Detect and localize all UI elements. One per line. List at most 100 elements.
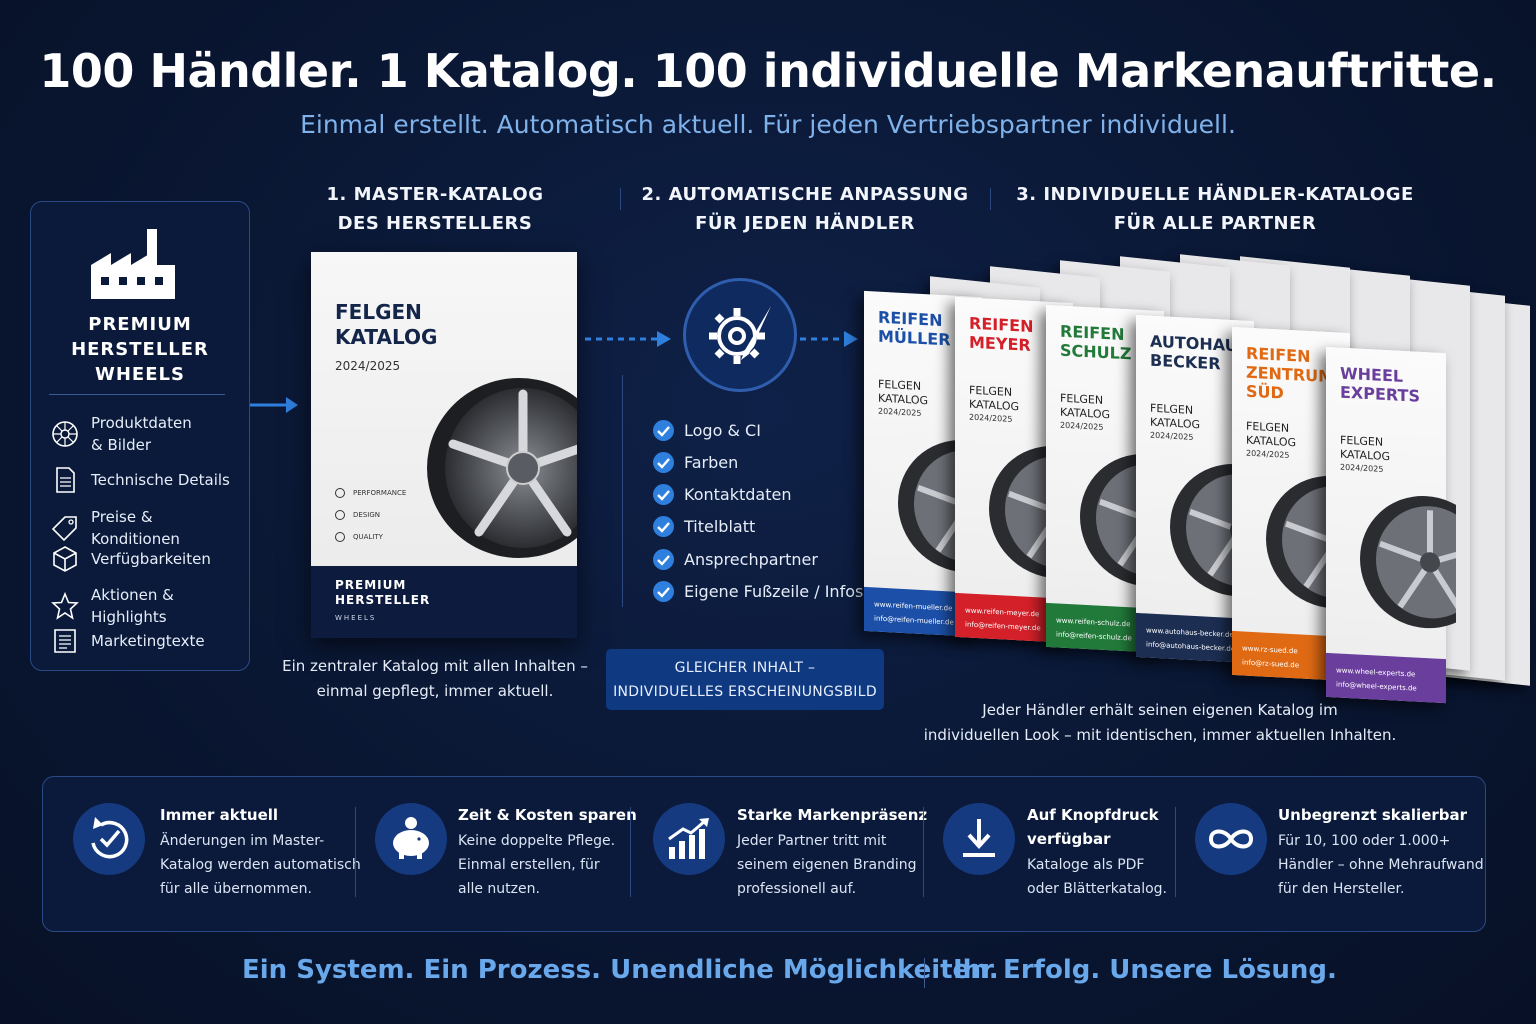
check-colors: Farben <box>653 452 738 473</box>
feature-availability: Verfügbarkeiten <box>51 545 246 573</box>
dealer-contact: www.reifen-mueller.de info@reifen-muelle… <box>874 600 954 627</box>
heading-divider <box>990 188 991 210</box>
catalog-title: FELGEN KATALOG <box>335 300 438 349</box>
slogan-divider <box>924 958 925 988</box>
manufacturer-name: PREMIUM HERSTELLER WHEELS <box>71 314 209 385</box>
heading-divider <box>620 188 621 210</box>
feature-technical: Technische Details <box>51 466 246 494</box>
check-icon <box>653 484 674 505</box>
divider <box>49 394 225 395</box>
benefit-text: Änderungen im Master- Katalog werden aut… <box>160 833 361 897</box>
dealer-catalog-title: FELGEN KATALOG <box>969 383 1019 414</box>
text-document-icon <box>54 629 76 653</box>
dealer-catalog-title: FELGEN KATALOG <box>1060 391 1110 422</box>
dealer-catalog-year: 2024/2025 <box>969 412 1013 424</box>
feature-product-data: Produktdaten & Bilder <box>51 412 246 456</box>
tag-quality: QUALITY <box>335 532 383 542</box>
check-icon <box>653 452 674 473</box>
feature-label: Produktdaten & Bilder <box>91 414 192 454</box>
wheel-image <box>1360 496 1456 629</box>
catalog-year: 2024/2025 <box>335 359 401 373</box>
benefits-bar: Immer aktuell Änderungen im Master- Kata… <box>42 776 1486 932</box>
dealer-catalog-wheel-experts: WHEEL EXPERTS FELGEN KATALOG 2024/2025 w… <box>1326 346 1456 704</box>
master-catalog: FELGEN KATALOG 2024/2025 PERFORMANCE DES… <box>311 252 577 638</box>
check-icon <box>653 420 674 441</box>
benefit-text: Keine doppelte Pflege. Einmal erstellen,… <box>458 833 616 897</box>
benefit-divider <box>1175 807 1176 897</box>
feature-prices: Preise & Konditionen <box>51 506 246 550</box>
dealer-catalog-year: 2024/2025 <box>1060 420 1104 432</box>
benefit-icon-circle <box>73 803 145 875</box>
benefit-icon-circle <box>375 803 447 875</box>
tag-design: DESIGN <box>335 510 380 520</box>
benefit-title: Auf Knopfdruck verfügbar <box>1027 806 1159 848</box>
check-contact-person: Ansprechpartner <box>653 549 818 570</box>
check-cover: Titelblatt <box>653 516 755 537</box>
dealer-name: REIFEN SCHULZ <box>1060 321 1132 364</box>
feature-label: Verfügbarkeiten <box>91 550 211 568</box>
manufacturer-panel: PREMIUM HERSTELLER WHEELS Produktdaten &… <box>30 201 250 671</box>
download-icon <box>963 819 995 857</box>
star-icon <box>51 592 79 620</box>
benefit-divider <box>355 807 356 897</box>
dealer-catalog-year: 2024/2025 <box>1246 448 1290 460</box>
dealer-catalog-title: FELGEN KATALOG <box>1246 419 1296 450</box>
benefit-divider <box>923 807 924 897</box>
benefit-icon-circle <box>943 803 1015 875</box>
check-icon <box>653 581 674 602</box>
dealer-contact: www.rz-sued.de info@rz-sued.de <box>1242 644 1300 670</box>
dealer-catalog-title: FELGEN KATALOG <box>1150 401 1200 432</box>
step-3-heading: 3. INDIVIDUELLE HÄNDLER-KATALOGE FÜR ALL… <box>1016 184 1414 234</box>
dealer-catalog-title: FELGEN KATALOG <box>878 377 928 408</box>
benefit-title: Starke Markenpräsenz <box>737 806 928 824</box>
page-title: 100 Händler. 1 Katalog. 100 individuelle… <box>39 44 1497 98</box>
wheel-icon <box>52 421 78 447</box>
page-subtitle: Einmal erstellt. Automatisch aktuell. Fü… <box>300 110 1236 139</box>
arrow-right-icon <box>250 397 298 413</box>
adaptation-icon-circle <box>683 278 797 392</box>
dealer-name: REIFEN MÜLLER <box>878 307 951 350</box>
check-icon <box>653 516 674 537</box>
factory-icon <box>91 229 175 299</box>
feature-label: Aktionen & Highlights <box>91 586 174 626</box>
check-logo: Logo & CI <box>653 420 761 441</box>
dealer-catalog-year: 2024/2025 <box>1150 430 1194 442</box>
master-caption: Ein zentraler Katalog mit allen Inhalten… <box>282 657 588 700</box>
dealer-catalog-year: 2024/2025 <box>1340 462 1384 474</box>
dealer-catalog-year: 2024/2025 <box>878 406 922 418</box>
piggy-bank-icon <box>393 817 429 859</box>
dealer-contact: www.reifen-schulz.de info@reifen-schulz.… <box>1056 616 1132 643</box>
benefit-divider <box>630 807 631 897</box>
step-2-heading: 2. AUTOMATISCHE ANPASSUNG FÜR JEDEN HÄND… <box>641 184 969 234</box>
dealer-footer: www.wheel-experts.de info@wheel-experts.… <box>1326 652 1446 704</box>
infinity-icon <box>1208 829 1254 849</box>
gear-brush-icon <box>709 306 771 364</box>
benefit-text: Für 10, 100 oder 1.000+ Händler – ohne M… <box>1278 833 1484 897</box>
benefit-text: Kataloge als PDF oder Blätterkatalog. <box>1027 857 1167 897</box>
dealer-contact: www.wheel-experts.de info@wheel-experts.… <box>1336 666 1417 693</box>
benefit-text: Jeder Partner tritt mit seinem eigenen B… <box>737 833 917 897</box>
dealers-caption: Jeder Händler erhält seinen eigenen Kata… <box>923 701 1397 744</box>
feature-label: Technische Details <box>91 471 230 489</box>
document-icon <box>56 467 75 493</box>
growth-chart-icon <box>668 818 709 859</box>
dealer-name: REIFEN MEYER <box>969 313 1034 355</box>
check-icon <box>653 549 674 570</box>
dealer-catalog-title: FELGEN KATALOG <box>1340 433 1390 464</box>
feature-marketing: Marketingtexte <box>51 627 246 655</box>
dashed-arrow-icon <box>585 331 671 347</box>
slogan-right: Ihr Erfolg. Unsere Lösung. <box>953 955 1337 985</box>
dealer-name: WHEEL EXPERTS <box>1340 363 1420 406</box>
wheel-image <box>427 378 577 558</box>
feature-label: Marketingtexte <box>91 632 205 650</box>
step-1-heading: 1. MASTER-KATALOG DES HERSTELLERS <box>326 184 544 234</box>
tag-icon <box>51 516 77 542</box>
feature-promotions: Aktionen & Highlights <box>51 584 246 628</box>
footer-brand: PREMIUM HERSTELLER <box>335 578 431 607</box>
benefit-icon-circle <box>1195 803 1267 875</box>
box-icon <box>53 546 77 572</box>
same-content-badge: GLEICHER INHALT – INDIVIDUELLES ERSCHEIN… <box>606 649 884 710</box>
tag-performance: PERFORMANCE <box>335 488 406 498</box>
benefit-title: Unbegrenzt skalierbar <box>1278 806 1468 824</box>
footer-brand-small: WHEELS <box>335 614 377 622</box>
